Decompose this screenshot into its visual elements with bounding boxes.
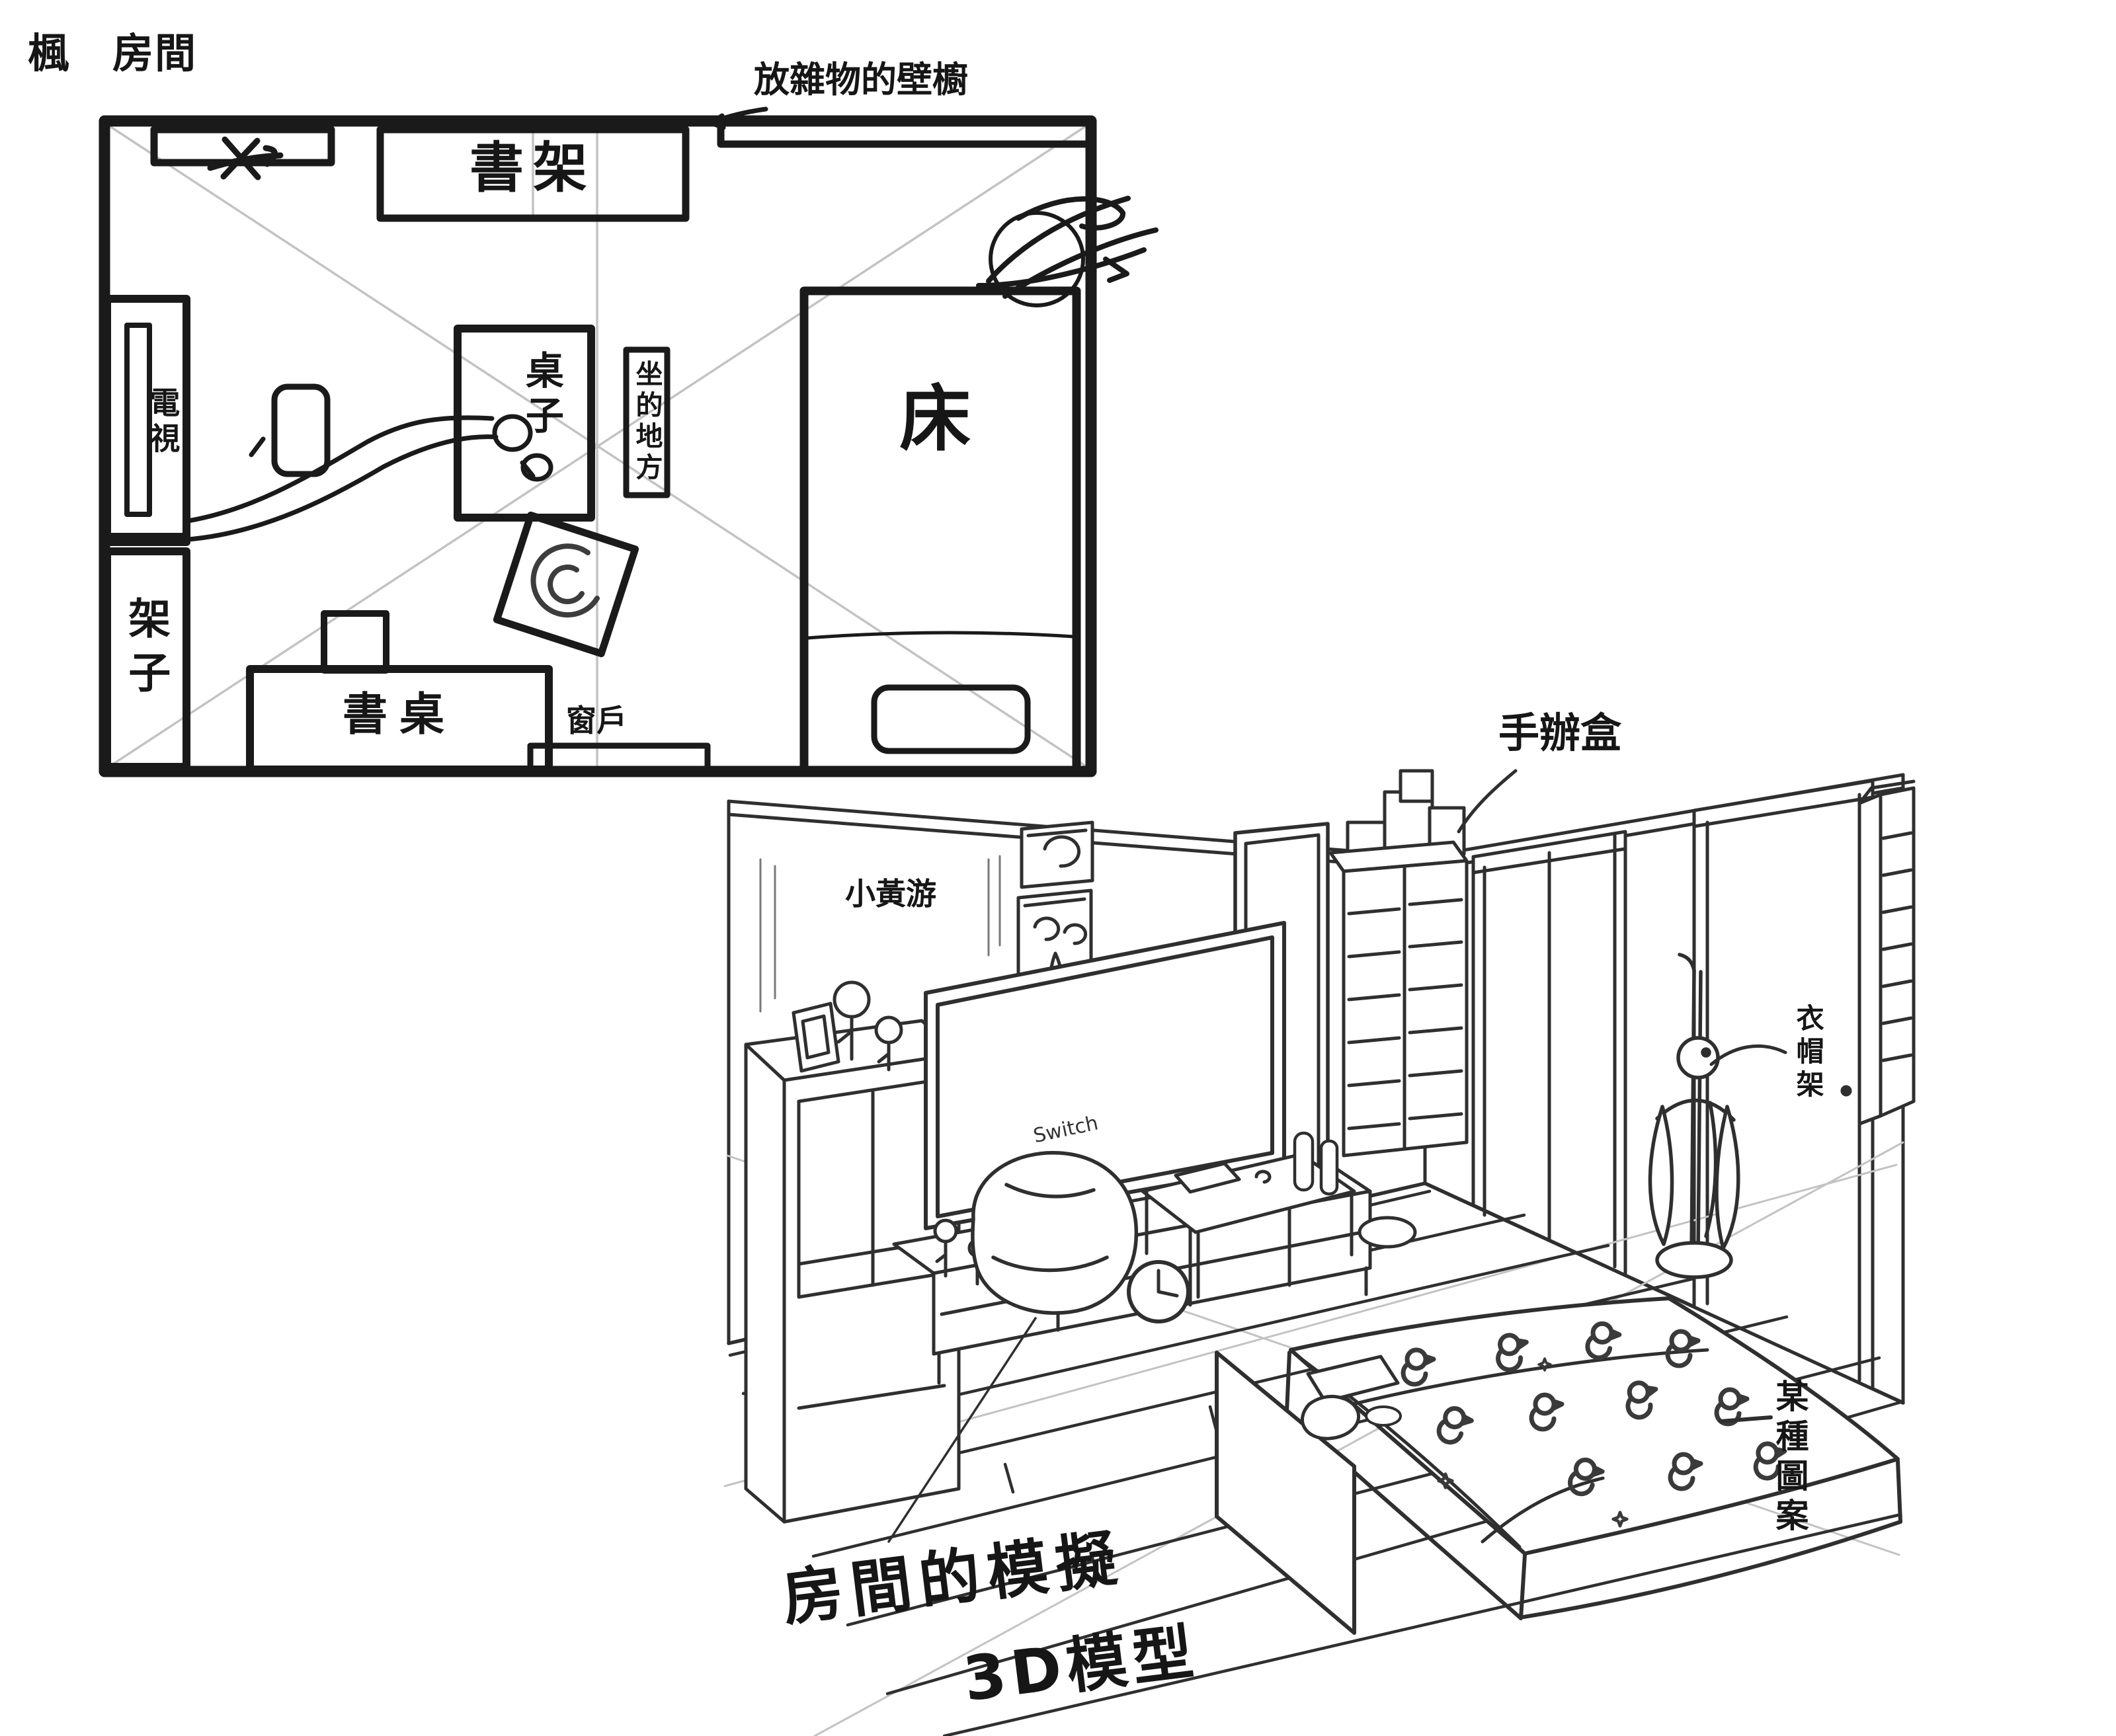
- cushion-plan: [493, 511, 639, 658]
- label-sitting-spot: 坐的地方: [631, 360, 663, 484]
- bedside-bag: [1301, 1394, 1361, 1440]
- coatrack-arrow: [1709, 1044, 1787, 1066]
- label-window: 窗戶: [566, 703, 627, 738]
- closet-top-right: [717, 122, 1089, 148]
- crossed-arrow-doodle: [207, 136, 284, 180]
- caption-pointer: [887, 1317, 1037, 1543]
- sliding-closet-3d: [1471, 830, 1627, 1277]
- floor-bottles: [1293, 1131, 1339, 1196]
- label-bookshelf: 書架: [469, 137, 596, 200]
- plan-guide-lines: [108, 125, 1087, 768]
- label-rack: 架子: [121, 596, 171, 705]
- duck-figures-shelf: [833, 980, 903, 1072]
- label-figure-boxes: 手辦盒: [1498, 709, 1622, 757]
- model-3d-drawing: [723, 769, 1916, 1736]
- tv-plan: [103, 295, 190, 541]
- tv-screen-plan: [124, 323, 152, 517]
- label-tv: 電視: [145, 387, 181, 458]
- pattern-arrow: [1719, 1415, 1773, 1423]
- closet-label-arrow: [708, 106, 768, 130]
- cushion-spiral: [530, 543, 600, 618]
- bed-pillow-3d: [1306, 1355, 1400, 1403]
- label-coat-rack: 衣帽架: [1792, 1004, 1825, 1103]
- bed-pillow-plan: [871, 684, 1031, 754]
- desk-plan: [246, 665, 553, 773]
- photo-frame: [792, 1002, 840, 1073]
- person-lying-doodle: [185, 383, 553, 542]
- page-title: 楓 房間: [28, 29, 198, 77]
- floor-cushion: [1358, 1216, 1417, 1249]
- bed-plan: [799, 286, 1081, 775]
- window-plan: [527, 742, 711, 774]
- label-storage-closet: 放雜物的壁櫥: [754, 59, 968, 100]
- label-duck: 小黃游: [845, 876, 936, 912]
- side-shelf-3d: [744, 980, 961, 1524]
- label-bed: 床: [899, 378, 971, 461]
- clock-3d: [1127, 1260, 1190, 1323]
- figurebox-arrow: [1457, 769, 1518, 834]
- coat-rack-3d: [1648, 953, 1740, 1279]
- floor-plan-drawing: [99, 106, 1159, 777]
- bookshelf-3d: [1328, 769, 1469, 1158]
- label-table: 桌子: [518, 350, 564, 440]
- label-some-pattern: 某種圖案: [1770, 1379, 1809, 1538]
- beanbag-3d: [971, 1150, 1139, 1315]
- tall-shelf-3d: [1857, 779, 1916, 1126]
- rack-plan: [103, 547, 190, 771]
- scribble-doodle: [976, 196, 1159, 307]
- bed-blanket-line: [806, 631, 1076, 640]
- right-door-panel: [1692, 779, 1875, 1391]
- table-plan: [454, 325, 595, 522]
- sitting-spot-plan: [623, 346, 671, 498]
- chair-plan: [321, 610, 389, 674]
- label-desk: 書桌: [342, 689, 456, 741]
- bed-3d: [1215, 1296, 1902, 1635]
- bookshelf-plan: [376, 126, 690, 222]
